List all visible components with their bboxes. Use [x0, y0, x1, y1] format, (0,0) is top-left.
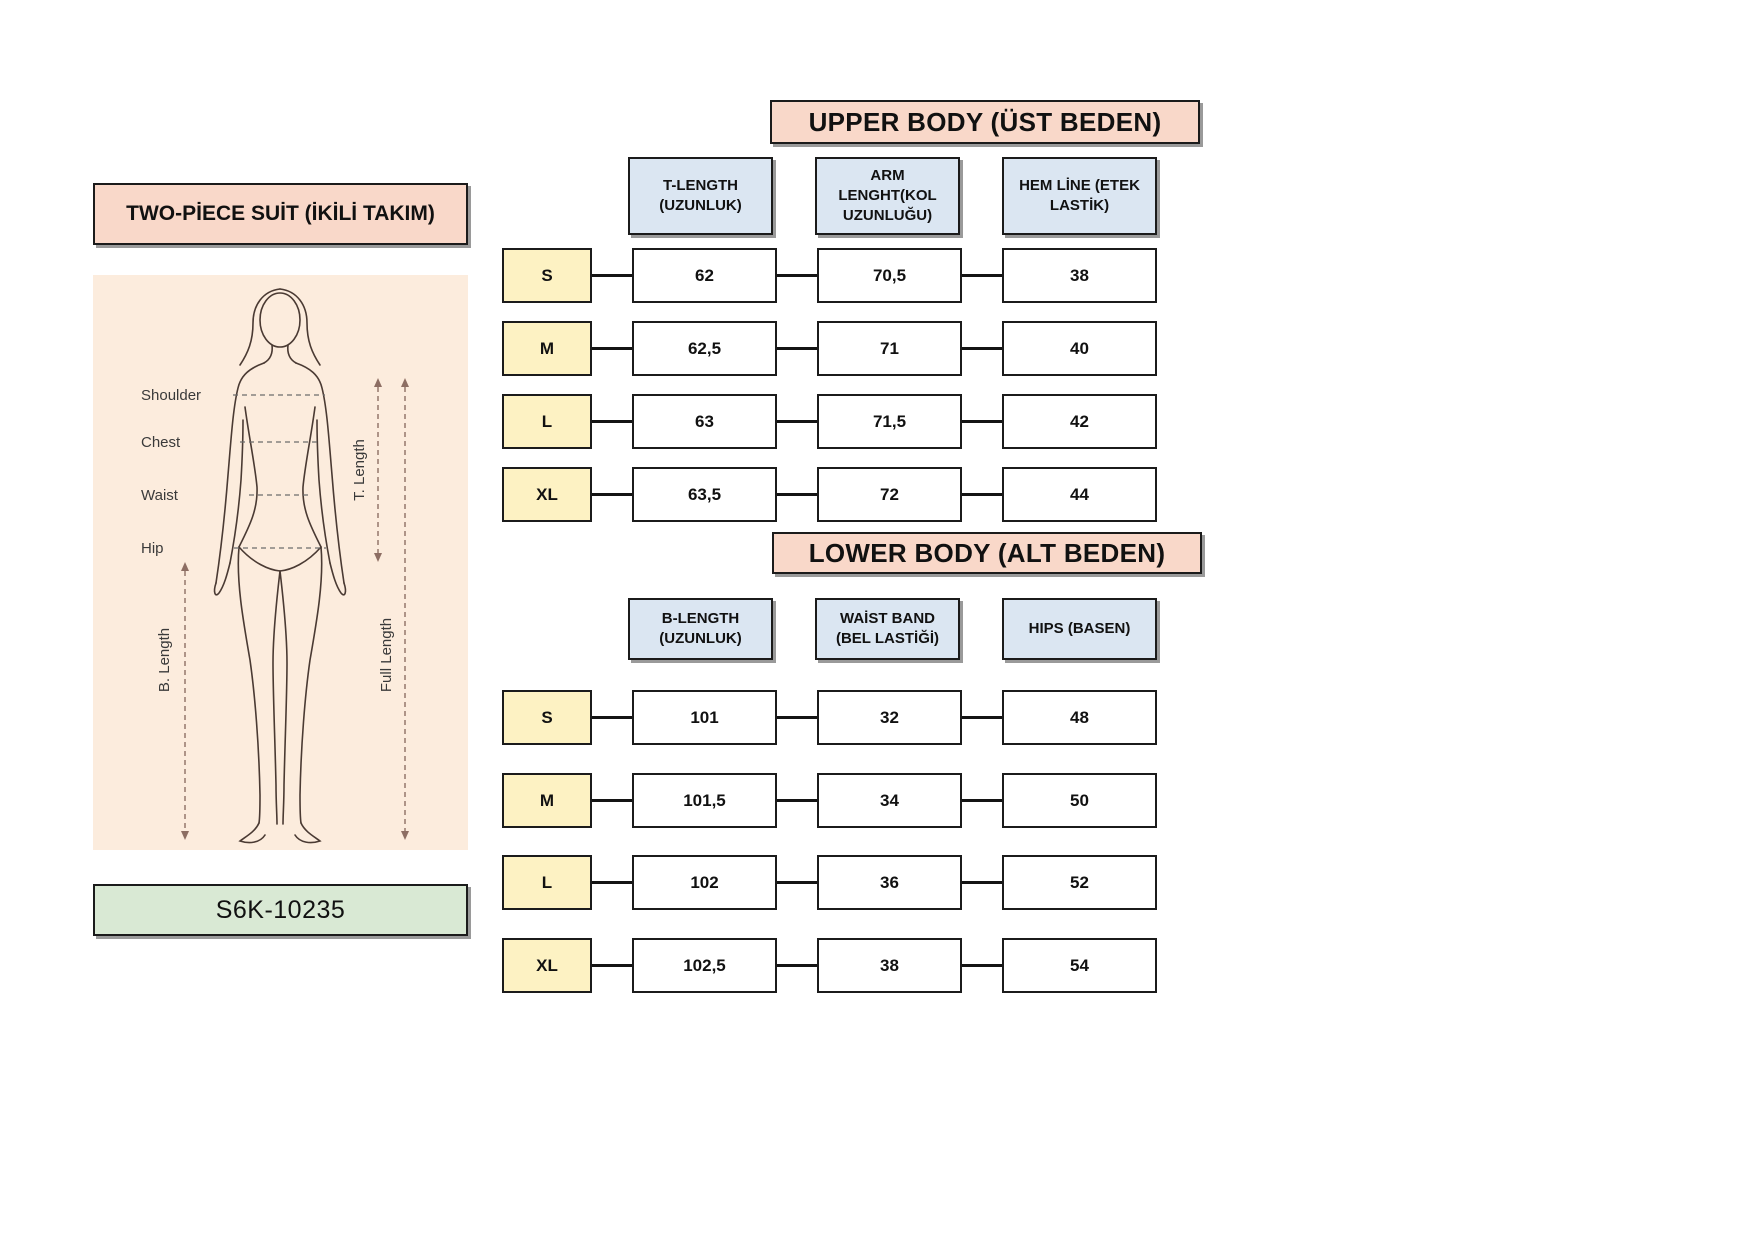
- value-cell: 70,5: [817, 248, 962, 303]
- value-cell: 101,5: [632, 773, 777, 828]
- upper-row-m: M 62,5 71 40: [502, 321, 1157, 376]
- connector-line: [962, 493, 1002, 496]
- value-cell: 62: [632, 248, 777, 303]
- body-measurement-figure: Shoulder Chest Waist Hip T. Length Full …: [141, 288, 409, 844]
- connector-line: [777, 493, 817, 496]
- value-cell: 52: [1002, 855, 1157, 910]
- size-cell: L: [502, 855, 592, 910]
- value-cell: 71,5: [817, 394, 962, 449]
- size-cell: M: [502, 321, 592, 376]
- value-cell: 102,5: [632, 938, 777, 993]
- product-code: S6K-10235: [93, 884, 468, 936]
- size-cell: S: [502, 248, 592, 303]
- connector-line: [592, 716, 632, 719]
- lower-body-section-header: LOWER BODY (ALT BEDEN): [772, 532, 1202, 574]
- label-waist: Waist: [141, 487, 179, 504]
- value-cell: 34: [817, 773, 962, 828]
- connector-line: [592, 799, 632, 802]
- column-header-waist-band: WAİST BAND (BEL LASTİĞİ): [815, 598, 960, 660]
- lower-row-l: L 102 36 52: [502, 855, 1157, 910]
- column-header-hem-line: HEM LİNE (ETEK LASTİK): [1002, 157, 1157, 235]
- upper-body-section-header: UPPER BODY (ÜST BEDEN): [770, 100, 1200, 144]
- connector-line: [777, 964, 817, 967]
- connector-line: [592, 274, 632, 277]
- connector-line: [592, 493, 632, 496]
- size-cell: L: [502, 394, 592, 449]
- label-shoulder: Shoulder: [141, 387, 201, 404]
- connector-line: [592, 881, 632, 884]
- size-cell: S: [502, 690, 592, 745]
- value-cell: 101: [632, 690, 777, 745]
- value-cell: 42: [1002, 394, 1157, 449]
- connector-line: [962, 274, 1002, 277]
- connector-line: [777, 799, 817, 802]
- connector-line: [777, 881, 817, 884]
- connector-line: [962, 881, 1002, 884]
- value-cell: 50: [1002, 773, 1157, 828]
- value-cell: 38: [817, 938, 962, 993]
- lower-row-s: S 101 32 48: [502, 690, 1157, 745]
- value-cell: 38: [1002, 248, 1157, 303]
- connector-line: [777, 420, 817, 423]
- value-cell: 54: [1002, 938, 1157, 993]
- value-cell: 63: [632, 394, 777, 449]
- figure-labels: Shoulder Chest Waist Hip T. Length Full …: [141, 387, 395, 692]
- upper-row-xl: XL 63,5 72 44: [502, 467, 1157, 522]
- value-cell: 62,5: [632, 321, 777, 376]
- connector-line: [962, 347, 1002, 350]
- upper-row-s: S 62 70,5 38: [502, 248, 1157, 303]
- lower-row-m: M 101,5 34 50: [502, 773, 1157, 828]
- arrowhead-icons: [181, 378, 409, 840]
- figure-panel: Shoulder Chest Waist Hip T. Length Full …: [93, 275, 468, 850]
- value-cell: 44: [1002, 467, 1157, 522]
- length-arrow-lines: [184, 387, 406, 831]
- connector-line: [777, 716, 817, 719]
- column-header-t-length: T-LENGTH (UZUNLUK): [628, 157, 773, 235]
- connector-line: [962, 716, 1002, 719]
- size-cell: M: [502, 773, 592, 828]
- column-header-b-length: B-LENGTH (UZUNLUK): [628, 598, 773, 660]
- column-header-hips: HIPS (BASEN): [1002, 598, 1157, 660]
- value-cell: 48: [1002, 690, 1157, 745]
- upper-row-l: L 63 71,5 42: [502, 394, 1157, 449]
- connector-line: [592, 420, 632, 423]
- connector-line: [777, 274, 817, 277]
- label-chest: Chest: [141, 434, 181, 451]
- measure-dash-lines: [233, 394, 326, 549]
- value-cell: 32: [817, 690, 962, 745]
- label-hip: Hip: [141, 540, 164, 557]
- value-cell: 71: [817, 321, 962, 376]
- connector-line: [962, 799, 1002, 802]
- connector-line: [777, 347, 817, 350]
- connector-line: [962, 964, 1002, 967]
- lower-row-xl: XL 102,5 38 54: [502, 938, 1157, 993]
- value-cell: 63,5: [632, 467, 777, 522]
- body-outline: [213, 288, 347, 844]
- value-cell: 36: [817, 855, 962, 910]
- connector-line: [592, 347, 632, 350]
- column-header-arm-length: ARM LENGHT(KOL UZUNLUĞU): [815, 157, 960, 235]
- connector-line: [592, 964, 632, 967]
- value-cell: 72: [817, 467, 962, 522]
- label-b-length: B. Length: [156, 628, 173, 692]
- size-cell: XL: [502, 938, 592, 993]
- label-t-length: T. Length: [351, 439, 368, 501]
- label-full-length: Full Length: [378, 618, 395, 692]
- product-title: TWO-PİECE SUİT (İKİLİ TAKIM): [93, 183, 468, 245]
- connector-line: [962, 420, 1002, 423]
- size-cell: XL: [502, 467, 592, 522]
- value-cell: 40: [1002, 321, 1157, 376]
- value-cell: 102: [632, 855, 777, 910]
